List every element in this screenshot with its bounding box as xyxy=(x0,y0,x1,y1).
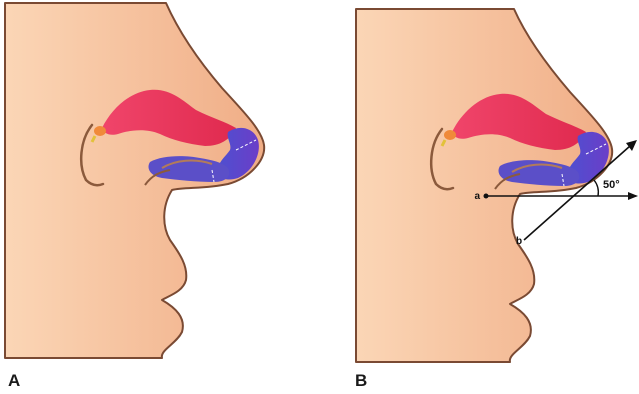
panel-b: a b 50° xyxy=(356,9,638,362)
angle-label: 50° xyxy=(603,179,620,191)
point-b-label: b xyxy=(516,236,522,247)
accessory-cartilage xyxy=(94,126,106,136)
angle-arc xyxy=(594,180,598,196)
horizontal-arrowhead xyxy=(628,192,638,200)
face-profile xyxy=(356,9,612,362)
face-profile xyxy=(5,3,264,358)
columellar-arrowhead xyxy=(626,140,637,151)
point-a-dot xyxy=(484,194,489,199)
panel-a xyxy=(5,3,264,358)
point-a-label: a xyxy=(474,191,480,202)
accessory-cartilage xyxy=(444,130,456,140)
panel-label-b: B xyxy=(355,371,367,391)
panel-label-a: A xyxy=(8,371,20,391)
